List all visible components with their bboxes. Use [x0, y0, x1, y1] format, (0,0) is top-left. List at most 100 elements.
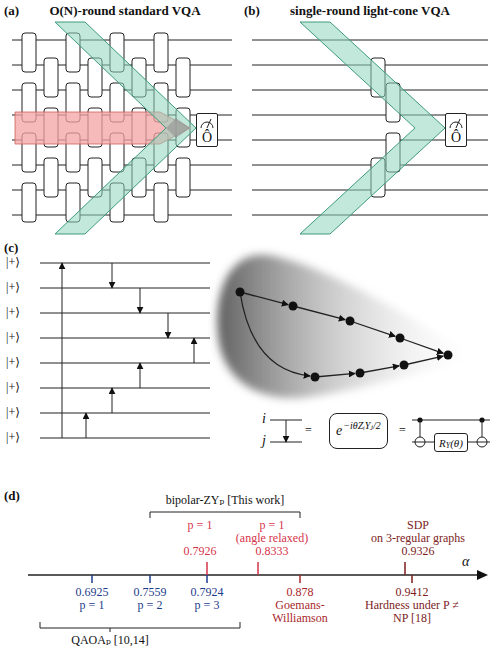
light-cone-chevron	[55, 22, 196, 234]
two-qubit-gate	[176, 58, 190, 97]
label: =	[399, 424, 406, 437]
cnot-target	[477, 437, 487, 447]
gate-label: −iθZᵢYⱼ/2	[343, 420, 381, 431]
graph-vertex	[444, 351, 453, 360]
gate-box: e−iθZᵢYⱼ/2	[329, 413, 388, 449]
value-tick	[206, 562, 208, 575]
value-tick	[257, 562, 259, 575]
qubit-wire	[40, 313, 210, 314]
measurement-box: Ô	[445, 113, 467, 147]
label: |+⟩	[6, 331, 20, 344]
label: 0.7559	[134, 586, 167, 599]
qubit-wire	[40, 388, 210, 389]
label: 0.7924	[191, 586, 224, 599]
label: on 3-regular graphs	[371, 532, 465, 545]
value-tick	[91, 575, 93, 583]
qubit-wire	[40, 363, 210, 364]
qubit-wire	[40, 263, 210, 264]
qubit-wire	[40, 438, 210, 439]
label: 0.9412	[396, 586, 429, 599]
label: 0.7926	[184, 545, 217, 558]
gate-label: Ô	[451, 130, 461, 145]
label: p = 1	[80, 599, 105, 612]
label: =	[305, 424, 312, 437]
cnot-plus	[415, 442, 425, 443]
label: |+⟩	[6, 431, 20, 444]
graph-arrow	[360, 366, 399, 373]
value-tick	[404, 562, 406, 575]
qubit-wire	[252, 215, 488, 216]
label: p = 3	[195, 599, 220, 612]
label: i	[262, 412, 266, 425]
label: |+⟩	[6, 281, 20, 294]
label: QAOAₚ [10,14]	[71, 634, 148, 647]
gate-label: Ô	[202, 130, 212, 145]
value-tick	[206, 575, 208, 583]
label: j	[262, 434, 266, 447]
graph-vertex	[346, 317, 355, 326]
graph-arrow	[240, 292, 288, 305]
label: (c)	[4, 240, 18, 255]
label: p = 1	[188, 519, 213, 532]
zy-gate-arrow	[112, 263, 113, 288]
graph-vertex	[289, 302, 298, 311]
label: α	[462, 555, 469, 568]
qubit-wire	[40, 338, 210, 339]
two-qubit-gate	[22, 183, 36, 222]
graph-arrow	[240, 292, 310, 376]
gate-label: e	[336, 423, 342, 439]
meter-needle	[456, 119, 460, 128]
graph-arrow	[400, 338, 443, 353]
label: bipolar-ZYₚ [This work]	[166, 494, 285, 507]
label: |+⟩	[6, 406, 20, 419]
gate-label: R	[439, 437, 446, 449]
graph-arrow	[293, 306, 345, 320]
label: Goemans-Williamson	[264, 599, 336, 625]
label: SDP	[407, 519, 429, 532]
light-cone	[217, 255, 476, 398]
qubit-wire	[252, 90, 488, 91]
graph-vertex	[236, 288, 245, 297]
meter-needle	[207, 119, 211, 128]
label: (a)	[4, 3, 19, 18]
label: (d)	[4, 488, 20, 503]
meter-symbol	[199, 116, 215, 129]
label: p = 2	[138, 599, 163, 612]
label: p = 1	[260, 519, 285, 532]
two-qubit-gate	[22, 33, 36, 72]
value-tick	[411, 575, 413, 583]
two-qubit-gate	[154, 183, 168, 222]
two-qubit-gate	[44, 158, 58, 197]
zy-gate-arrow	[86, 413, 87, 438]
label: single-round light-cone VQA	[290, 3, 450, 18]
value-tick	[299, 575, 301, 583]
label: 0.9326	[402, 545, 435, 558]
qubit-wire	[252, 40, 488, 41]
meter-symbol	[448, 116, 464, 129]
gate-box: RY(θ)	[434, 433, 468, 452]
gate-label: Y	[446, 441, 450, 450]
label: 0.8333	[256, 545, 289, 558]
label: |+⟩	[6, 256, 20, 269]
bracket	[40, 622, 240, 632]
qubit-wire	[40, 288, 210, 289]
graph-vertex	[400, 361, 409, 370]
label: (angle relaxed)	[236, 532, 308, 545]
axis-arrowhead	[477, 570, 488, 580]
qubit-wire	[412, 420, 490, 421]
label: |+⟩	[6, 381, 20, 394]
label: |+⟩	[6, 306, 20, 319]
value-tick	[149, 575, 151, 583]
label: (b)	[244, 3, 260, 18]
zy-gate-arrow	[286, 420, 287, 442]
zy-gate-arrow	[62, 263, 63, 438]
zy-gate-arrow	[168, 313, 169, 338]
label: Hardness under P ≠ NP [18]	[364, 599, 460, 625]
label: |+⟩	[6, 356, 20, 369]
label: O(N)-round standard VQA	[49, 3, 200, 18]
gate-label: (θ)	[450, 437, 463, 449]
label: 0.6925	[76, 586, 109, 599]
alpha-axis	[28, 574, 478, 575]
